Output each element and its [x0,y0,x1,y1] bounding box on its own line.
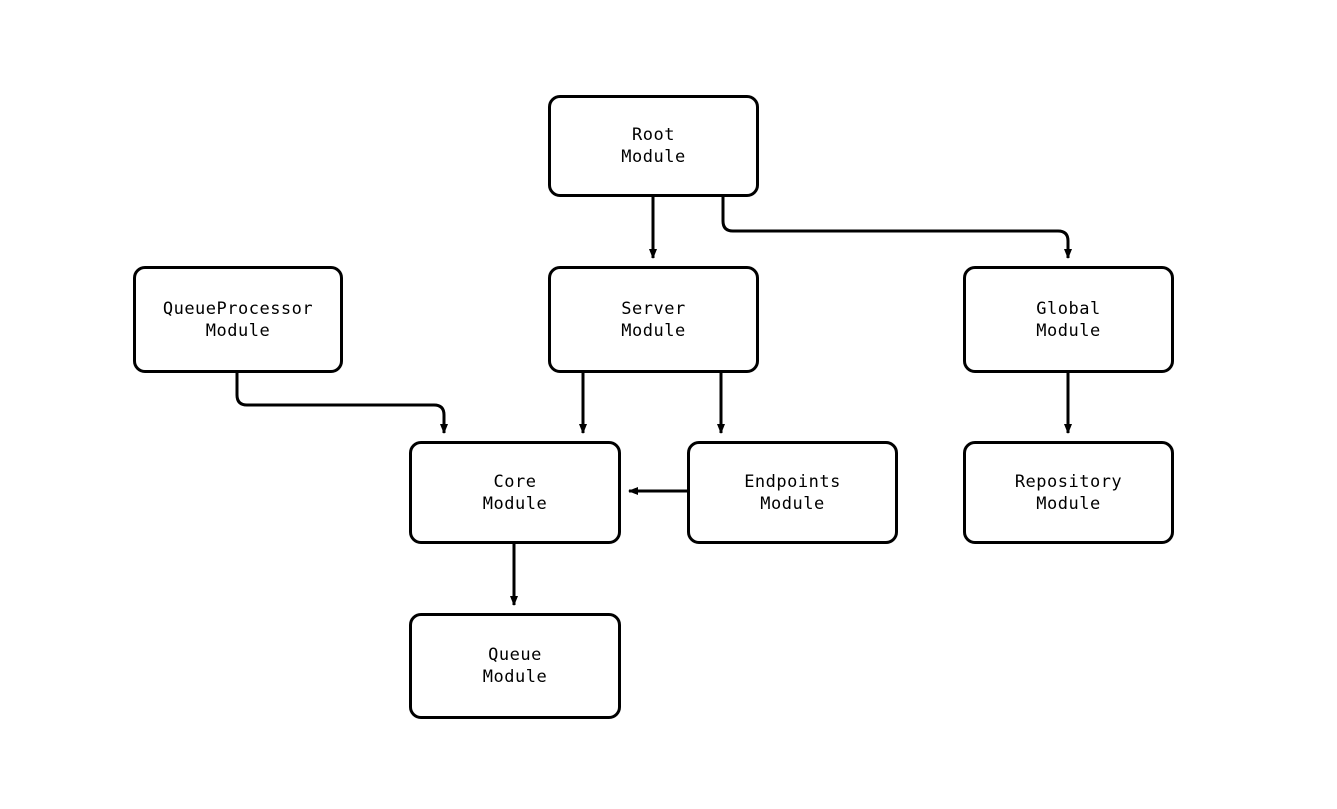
node-label-secondary: Module [482,667,548,687]
node-label-secondary: Module [1036,320,1101,341]
node-label-secondary: Module [760,493,825,514]
node-label-secondary: Module [621,147,686,167]
node-label-secondary: Module [1036,493,1101,514]
node-label-primary: Root [632,125,675,145]
node-label-primary: Repository [1014,471,1123,492]
node-label-primary: Server [621,298,686,319]
node-label-secondary: Module [205,320,271,341]
node-label-primary: Global [1036,298,1101,319]
node-label-secondary: Module [621,320,686,341]
edge-queueprocessor-to-core [235,373,448,434]
node-label-primary: Queue [488,645,542,665]
node-label-primary: Core [493,471,537,492]
node-label-primary: Endpoints [744,471,841,492]
node-label-primary: QueueProcessor [162,298,314,319]
node-label-secondary: Module [482,493,548,514]
edge-root-to-global [721,197,1072,259]
